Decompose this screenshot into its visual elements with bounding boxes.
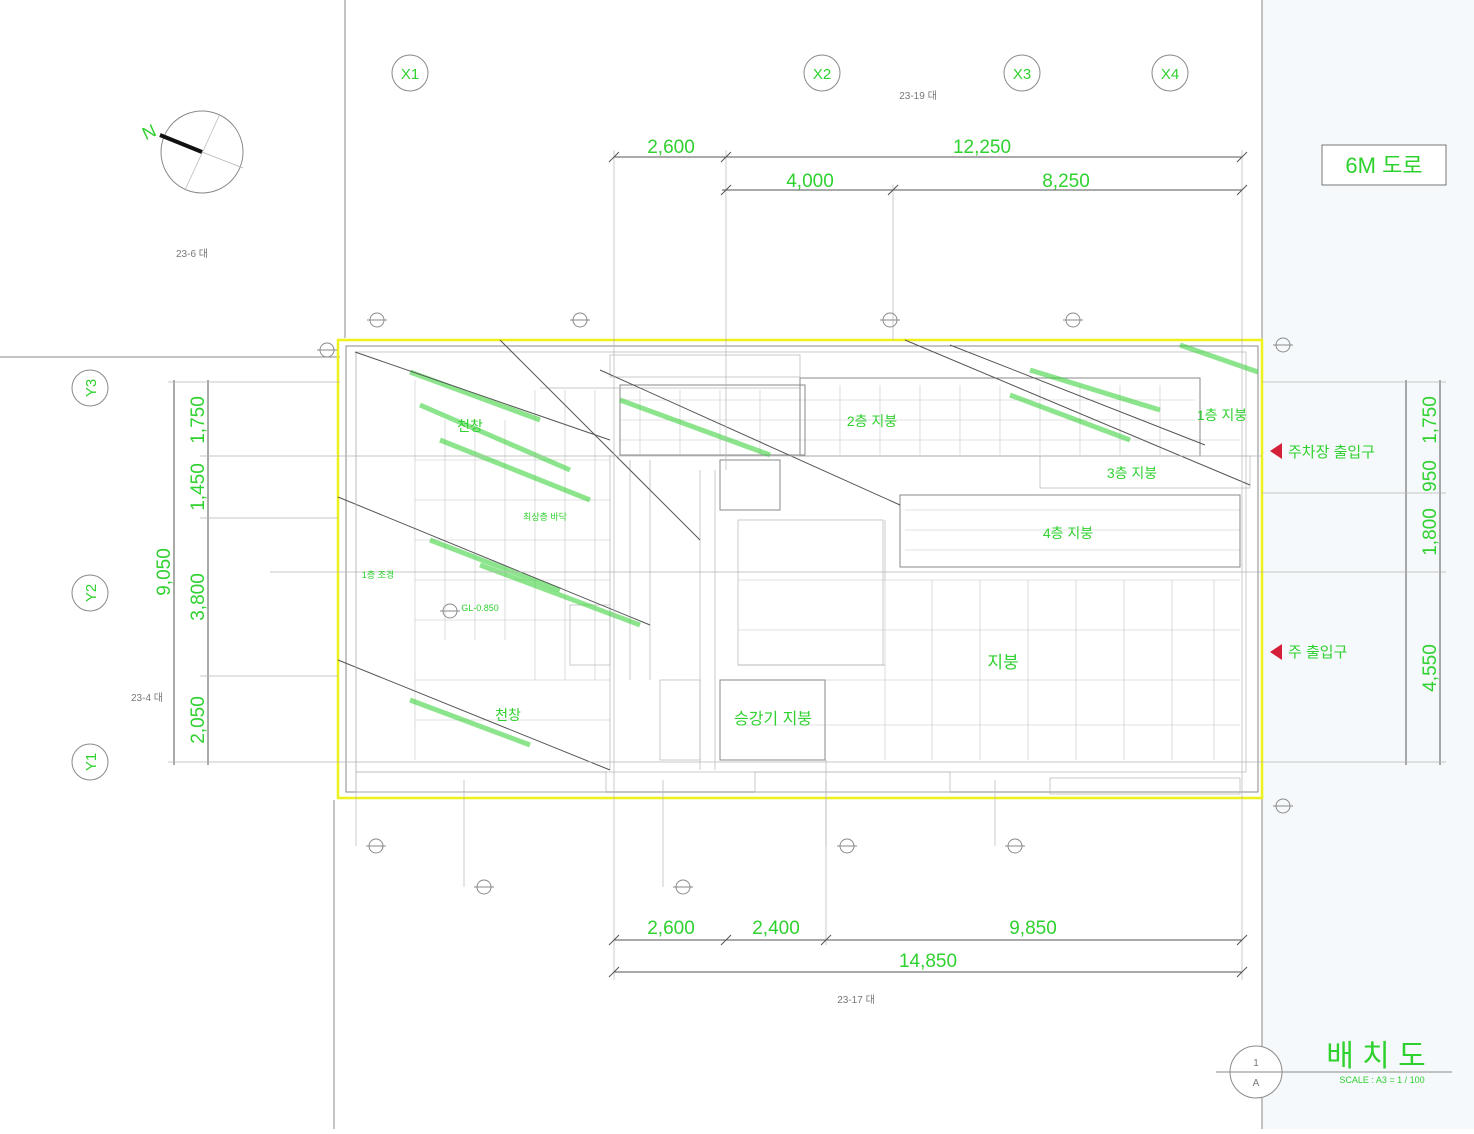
axis-label-y2: Y2 — [83, 584, 100, 602]
drawing-scale: SCALE : A3 = 1 / 100 — [1339, 1075, 1424, 1085]
dim-right-950: 950 — [1420, 460, 1441, 492]
axis-bubble-x1 — [391, 54, 429, 92]
right-margin-band — [1262, 0, 1474, 1129]
lot-label-south: 23-17 대 — [837, 994, 875, 1006]
dim-right-1800: 1,800 — [1420, 508, 1441, 556]
dim-left-2050: 2,050 — [188, 696, 209, 744]
dim-right-4550: 4,550 — [1420, 644, 1441, 692]
road-label-box: 6M 도로 — [1321, 144, 1447, 186]
grid-axis-markers: X1 X2 X3 X4 Y3 Y2 Y1 — [71, 54, 1189, 781]
title-mark-top: 1 — [1253, 1058, 1259, 1069]
axis-label-x4: X4 — [1161, 66, 1179, 83]
level-label-left: 1층 조경 — [362, 569, 394, 580]
dim-left-1450: 1,450 — [188, 463, 209, 511]
room-roof-3f: 3층 지붕 — [1107, 465, 1157, 481]
level-markers — [317, 312, 1293, 895]
drawing-title: 배 치 도 — [1326, 1040, 1425, 1073]
axis-label-y1: Y1 — [83, 753, 100, 771]
level-label-gl: GL-0.850 — [461, 603, 499, 613]
north-arrow: N — [139, 110, 244, 194]
main-entrance-label: 주 출입구 — [1288, 644, 1347, 661]
dim-top-4000: 4,000 — [786, 171, 834, 192]
road-label: 6M 도로 — [1345, 153, 1422, 178]
axis-bubble-y3 — [71, 369, 109, 407]
room-elevator-roof: 승강기 지붕 — [734, 710, 812, 728]
axis-bubble-x3 — [1003, 54, 1041, 92]
dim-left-3800: 3,800 — [188, 573, 209, 621]
room-roof-2f: 2층 지붕 — [847, 413, 897, 429]
dim-left-total: 9,050 — [154, 548, 175, 596]
lot-label-north: 23-19 대 — [899, 90, 937, 102]
level-label-mid: 최상층 바닥 — [523, 512, 567, 522]
main-entrance-arrow — [1270, 644, 1282, 660]
slope-lines — [337, 339, 1251, 771]
north-needle — [159, 133, 203, 154]
room-roof-1f: 1층 지붕 — [1197, 407, 1247, 423]
site-boundary — [336, 338, 1264, 800]
neighbor-lot-labels: 23-19 대 23-6 대 23-4 대 23-17 대 — [131, 90, 937, 1006]
axis-bubble-x2 — [803, 54, 841, 92]
lot-label-northwest: 23-6 대 — [176, 248, 208, 260]
room-roof-main: 지붕 — [987, 653, 1018, 672]
axis-bubble-y1 — [71, 743, 109, 781]
slope-hatch — [409, 342, 1259, 748]
lot-label-west: 23-4 대 — [131, 692, 163, 704]
parking-entrance-arrow — [1270, 443, 1282, 459]
title-mark-bottom: A — [1253, 1078, 1260, 1089]
dim-left-1750: 1,750 — [188, 396, 209, 444]
parking-entrance-label: 주차장 출입구 — [1288, 444, 1375, 461]
dim-right-1750: 1,750 — [1420, 396, 1441, 444]
north-symbol: N — [139, 120, 159, 144]
dim-top-2600: 2,600 — [647, 137, 695, 158]
dimension-ticks — [608, 151, 1248, 978]
dimension-lines — [168, 150, 1446, 980]
dim-top-8250: 8,250 — [1042, 171, 1090, 192]
axis-label-y3: Y3 — [83, 379, 100, 397]
dim-bottom-2600: 2,600 — [647, 918, 695, 939]
axis-label-x1: X1 — [401, 66, 419, 83]
room-skylight-bottom: 천창 — [495, 707, 521, 723]
dim-bottom-total: 14,850 — [899, 951, 957, 972]
dim-bottom-2400: 2,400 — [752, 918, 800, 939]
room-skylight-top: 천창 — [457, 418, 483, 434]
room-labels: 천창 천창 2층 지붕 1층 지붕 3층 지붕 4층 지붕 지붕 승강기 지붕 … — [362, 407, 1247, 728]
dimension-labels: 2,600 12,250 4,000 8,250 2,600 2,400 9,8… — [154, 137, 1441, 972]
room-roof-4f: 4층 지붕 — [1043, 525, 1093, 541]
roof-grid — [414, 380, 1240, 760]
dim-top-12250: 12,250 — [953, 137, 1011, 158]
dim-bottom-9850: 9,850 — [1009, 918, 1057, 939]
axis-bubble-y2 — [71, 574, 109, 612]
entrance-markers: 주차장 출입구 주 출입구 — [1270, 443, 1375, 661]
axis-label-x2: X2 — [813, 66, 831, 83]
axis-label-x3: X3 — [1013, 66, 1031, 83]
title-block: 1 A 배 치 도 SCALE : A3 = 1 / 100 — [1216, 1040, 1452, 1099]
axis-bubble-x4 — [1151, 54, 1189, 92]
